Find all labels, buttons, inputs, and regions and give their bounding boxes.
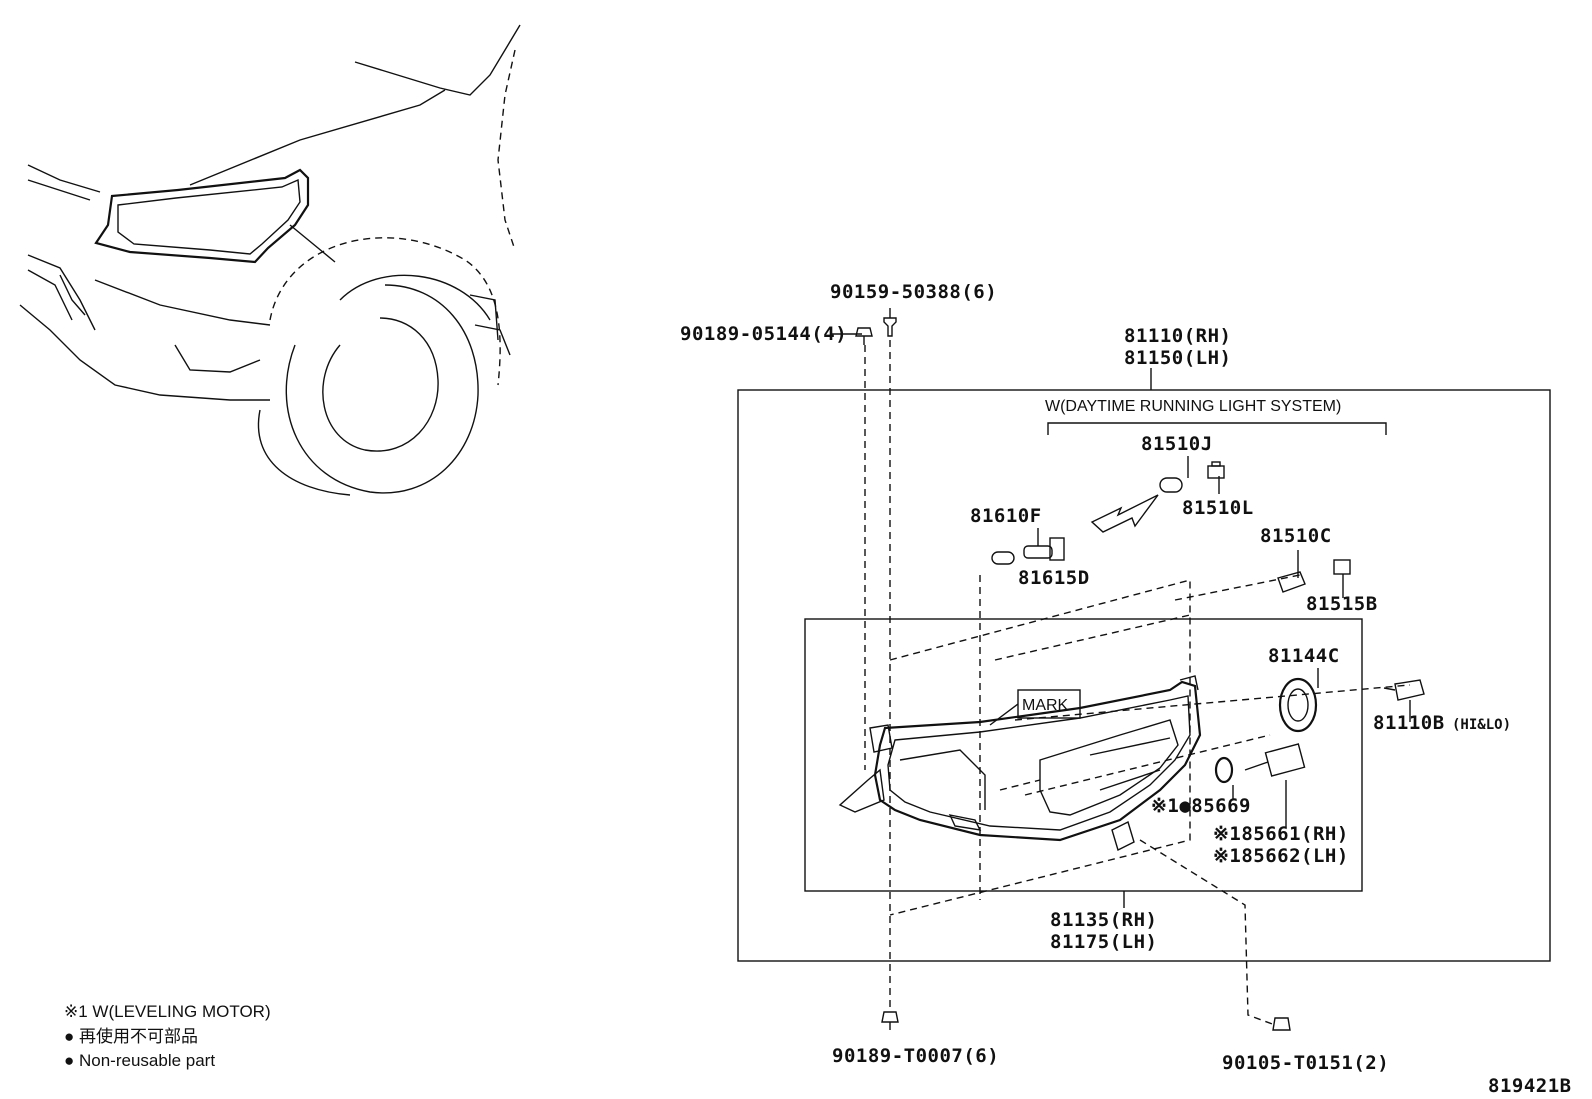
note-leveling-motor: ※1 W(LEVELING MOTOR) <box>64 1002 271 1021</box>
screw-icon <box>881 1011 899 1030</box>
bulb-icon <box>1277 571 1306 593</box>
label-81144c: 81144C <box>1268 645 1340 667</box>
label-85661-rh: ※185661(RH) <box>1213 823 1349 845</box>
label-81615d: 81615D <box>1018 567 1090 589</box>
label-81510c: 81510C <box>1260 525 1332 547</box>
label-90159-50388: 90159-50388(6) <box>830 281 997 303</box>
screw-icon <box>1272 1017 1291 1031</box>
label-81510l: 81510L <box>1182 497 1254 519</box>
label-81510j: 81510J <box>1141 433 1213 455</box>
vehicle-illustration <box>19 24 521 496</box>
leveling-motor-icon <box>1244 743 1306 777</box>
o-ring-icon <box>1214 756 1234 784</box>
label-81110b: 81110B <box>1373 712 1445 734</box>
label-81515b: 81515B <box>1306 593 1378 615</box>
label-mark: MARK <box>1022 697 1069 714</box>
bulb-icon <box>991 551 1015 565</box>
drawing-id: 819421B <box>1488 1075 1572 1097</box>
bulb-icon <box>1159 477 1183 493</box>
label-85662-lh: ※185662(LH) <box>1213 845 1349 867</box>
label-81610f: 81610F <box>970 505 1042 527</box>
socket-icon <box>1333 559 1351 575</box>
screw-icon <box>883 317 897 337</box>
note-non-reusable-jp: ● 再使用不可部品 <box>64 1026 198 1046</box>
label-81110-rh: 81110(RH) <box>1124 325 1231 347</box>
direction-arrow-icon <box>1090 494 1159 533</box>
dust-cap-icon <box>1278 677 1318 733</box>
bolt-icon <box>855 327 873 345</box>
label-81150-lh: 81150(LH) <box>1124 347 1231 369</box>
drl-bracket <box>1047 422 1387 435</box>
label-85669: ※1●85669 <box>1151 795 1251 817</box>
label-81110b-suffix: (HI&LO) <box>1452 717 1511 733</box>
note-non-reusable-en: ● Non-reusable part <box>64 1051 215 1070</box>
socket-icon <box>1023 537 1065 561</box>
housing-inner-box <box>804 618 1363 892</box>
label-81175-lh: 81175(LH) <box>1050 931 1157 953</box>
label-90189-t0007: 90189-T0007(6) <box>832 1045 999 1067</box>
headlamp-housing-drawing <box>838 675 1202 851</box>
halogen-bulb-icon <box>1383 679 1425 701</box>
label-drl-system: W(DAYTIME RUNNING LIGHT SYSTEM) <box>1045 398 1341 415</box>
socket-icon <box>1207 461 1225 479</box>
label-90105-t0151: 90105-T0151(2) <box>1222 1052 1389 1074</box>
assembly-outer-box <box>737 389 1551 962</box>
label-81135-rh: 81135(RH) <box>1050 909 1157 931</box>
label-90189-05144: 90189-05144(4) <box>680 323 847 345</box>
